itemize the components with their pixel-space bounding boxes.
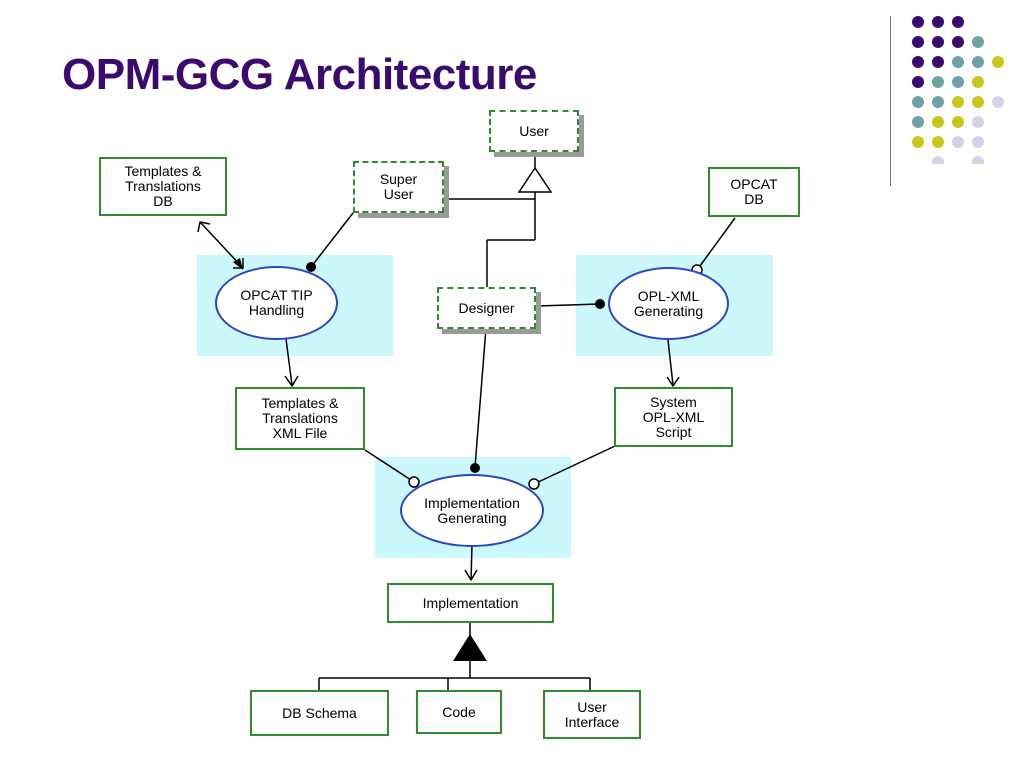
user-object: User bbox=[489, 110, 579, 152]
divider-line bbox=[890, 16, 891, 186]
opcat-db-object: OPCAT DB bbox=[708, 167, 800, 217]
slide-title: OPM-GCG Architecture bbox=[62, 50, 537, 99]
arrowhead-tip-in bbox=[233, 258, 244, 269]
link-implgen-implementation bbox=[470, 544, 473, 581]
implementation-object: Implementation bbox=[387, 583, 554, 623]
opcat-tip-process: OPCAT TIP Handling bbox=[215, 266, 338, 340]
implementation-generating-process: Implementation Generating bbox=[400, 474, 544, 547]
arrowhead-templatesxml bbox=[284, 375, 299, 387]
agent-dot-tip bbox=[306, 262, 316, 272]
link-templatesdb-tip bbox=[199, 221, 244, 269]
instrument-dot-script bbox=[528, 478, 540, 490]
link-tip-templatesxml bbox=[285, 338, 293, 386]
agent-dot-oplxml bbox=[595, 299, 605, 309]
link-superuser-tip bbox=[310, 212, 354, 268]
templates-xml-object: Templates & Translations XML File bbox=[235, 387, 365, 450]
designer-object: Designer bbox=[437, 287, 536, 329]
arrowhead-templatesdb bbox=[197, 221, 211, 233]
link-oplxml-script bbox=[667, 339, 674, 386]
link-script-implgen bbox=[533, 445, 616, 485]
system-script-object: System OPL-XML Script bbox=[614, 387, 733, 447]
templates-db-object: Templates & Translations DB bbox=[99, 157, 227, 216]
generalization-triangle bbox=[517, 166, 553, 193]
arrowhead-implementation bbox=[464, 569, 478, 581]
aggregation-triangle bbox=[453, 634, 487, 661]
arrowhead-script bbox=[666, 376, 680, 387]
agent-dot-implgen bbox=[470, 463, 480, 473]
link-templatesxml-implgen bbox=[364, 449, 415, 483]
link-designer-implgen bbox=[474, 327, 487, 468]
opl-xml-process: OPL-XML Generating bbox=[608, 267, 729, 340]
link-opcatdb-oplxml bbox=[696, 217, 736, 271]
arrowhead-tip-filled bbox=[233, 258, 243, 270]
user-interface-object: User Interface bbox=[543, 690, 641, 739]
code-object: Code bbox=[416, 690, 502, 734]
link-designer-oplxml bbox=[536, 303, 601, 307]
super-user-object: Super User bbox=[353, 161, 444, 213]
instrument-dot-templates bbox=[408, 476, 420, 488]
decorative-dot-grid bbox=[912, 16, 1004, 164]
dot-grid-rows bbox=[912, 16, 1004, 164]
db-schema-object: DB Schema bbox=[250, 690, 389, 736]
